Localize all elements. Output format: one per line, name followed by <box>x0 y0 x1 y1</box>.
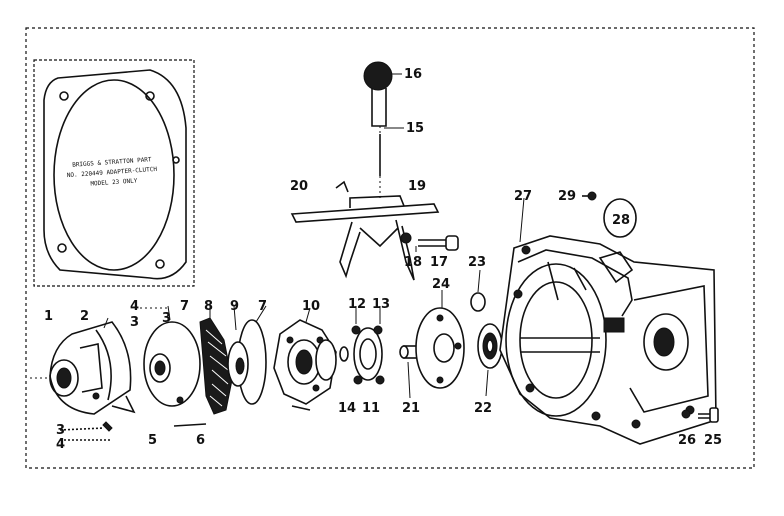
pulley-hub <box>49 321 136 415</box>
cap-screw <box>582 191 597 201</box>
callout-4-clutch: 4 <box>130 299 139 314</box>
callout-20: 20 <box>290 179 308 194</box>
callout-3-clutch: 3 <box>130 315 139 330</box>
callout-7-disc: 7 <box>258 299 267 314</box>
callout-22: 22 <box>474 401 492 416</box>
drain-plug-and-washer <box>681 407 719 423</box>
callout-2: 2 <box>80 309 89 324</box>
callout-26: 26 <box>678 433 696 448</box>
callout-21: 21 <box>402 401 420 416</box>
shift-fork-assembly <box>290 180 440 281</box>
callout-labels: 1 2 3 3 4 4 5 6 3 7 8 9 7 10 12 13 14 11… <box>44 67 722 452</box>
callout-23: 23 <box>468 255 486 270</box>
callout-1: 1 <box>44 309 53 324</box>
callout-16: 16 <box>404 67 422 82</box>
callout-15: 15 <box>406 121 424 136</box>
callout-11: 11 <box>362 401 380 416</box>
callout-8: 8 <box>204 299 213 314</box>
bearing-flange <box>415 307 465 389</box>
callout-12: 12 <box>348 297 366 312</box>
adapter-plate-inset: BRIGGS & STRATTON PART NO. 220449 ADAPTE… <box>33 59 195 287</box>
callout-27: 27 <box>514 189 532 204</box>
shaft-bearing <box>477 323 503 369</box>
callout-7-plate: 7 <box>180 299 189 314</box>
callout-5: 5 <box>148 433 157 448</box>
callout-6: 6 <box>196 433 205 448</box>
shift-lever <box>363 61 393 200</box>
callout-25: 25 <box>704 433 722 448</box>
callout-3-plate: 3 <box>162 311 171 326</box>
callout-4-hub: 4 <box>56 437 65 452</box>
bolt-and-washer <box>400 232 459 251</box>
callout-29: 29 <box>558 189 576 204</box>
callout-28: 28 <box>612 213 630 228</box>
shift-collar <box>339 325 385 385</box>
housing-cap <box>603 198 637 238</box>
callout-18: 18 <box>404 255 422 270</box>
friction-disc <box>227 319 267 405</box>
callout-17: 17 <box>430 255 448 270</box>
diagram-frame <box>25 27 755 469</box>
callout-19: 19 <box>408 179 426 194</box>
svg-text:MODEL 23 ONLY: MODEL 23 ONLY <box>90 177 138 187</box>
callout-10: 10 <box>302 299 320 314</box>
plate-text-line-3: MODEL 23 ONLY <box>90 177 138 187</box>
callout-3-hub: 3 <box>56 423 65 438</box>
clutch-gear <box>199 317 233 415</box>
leader-lines <box>103 73 525 399</box>
callout-24: 24 <box>432 277 450 292</box>
callout-13: 13 <box>372 297 390 312</box>
clutch-plate <box>143 321 201 407</box>
clutch-spider <box>273 319 337 411</box>
callout-9: 9 <box>230 299 239 314</box>
callout-14: 14 <box>338 401 356 416</box>
o-ring <box>470 292 486 312</box>
transmission-housing <box>499 235 717 445</box>
